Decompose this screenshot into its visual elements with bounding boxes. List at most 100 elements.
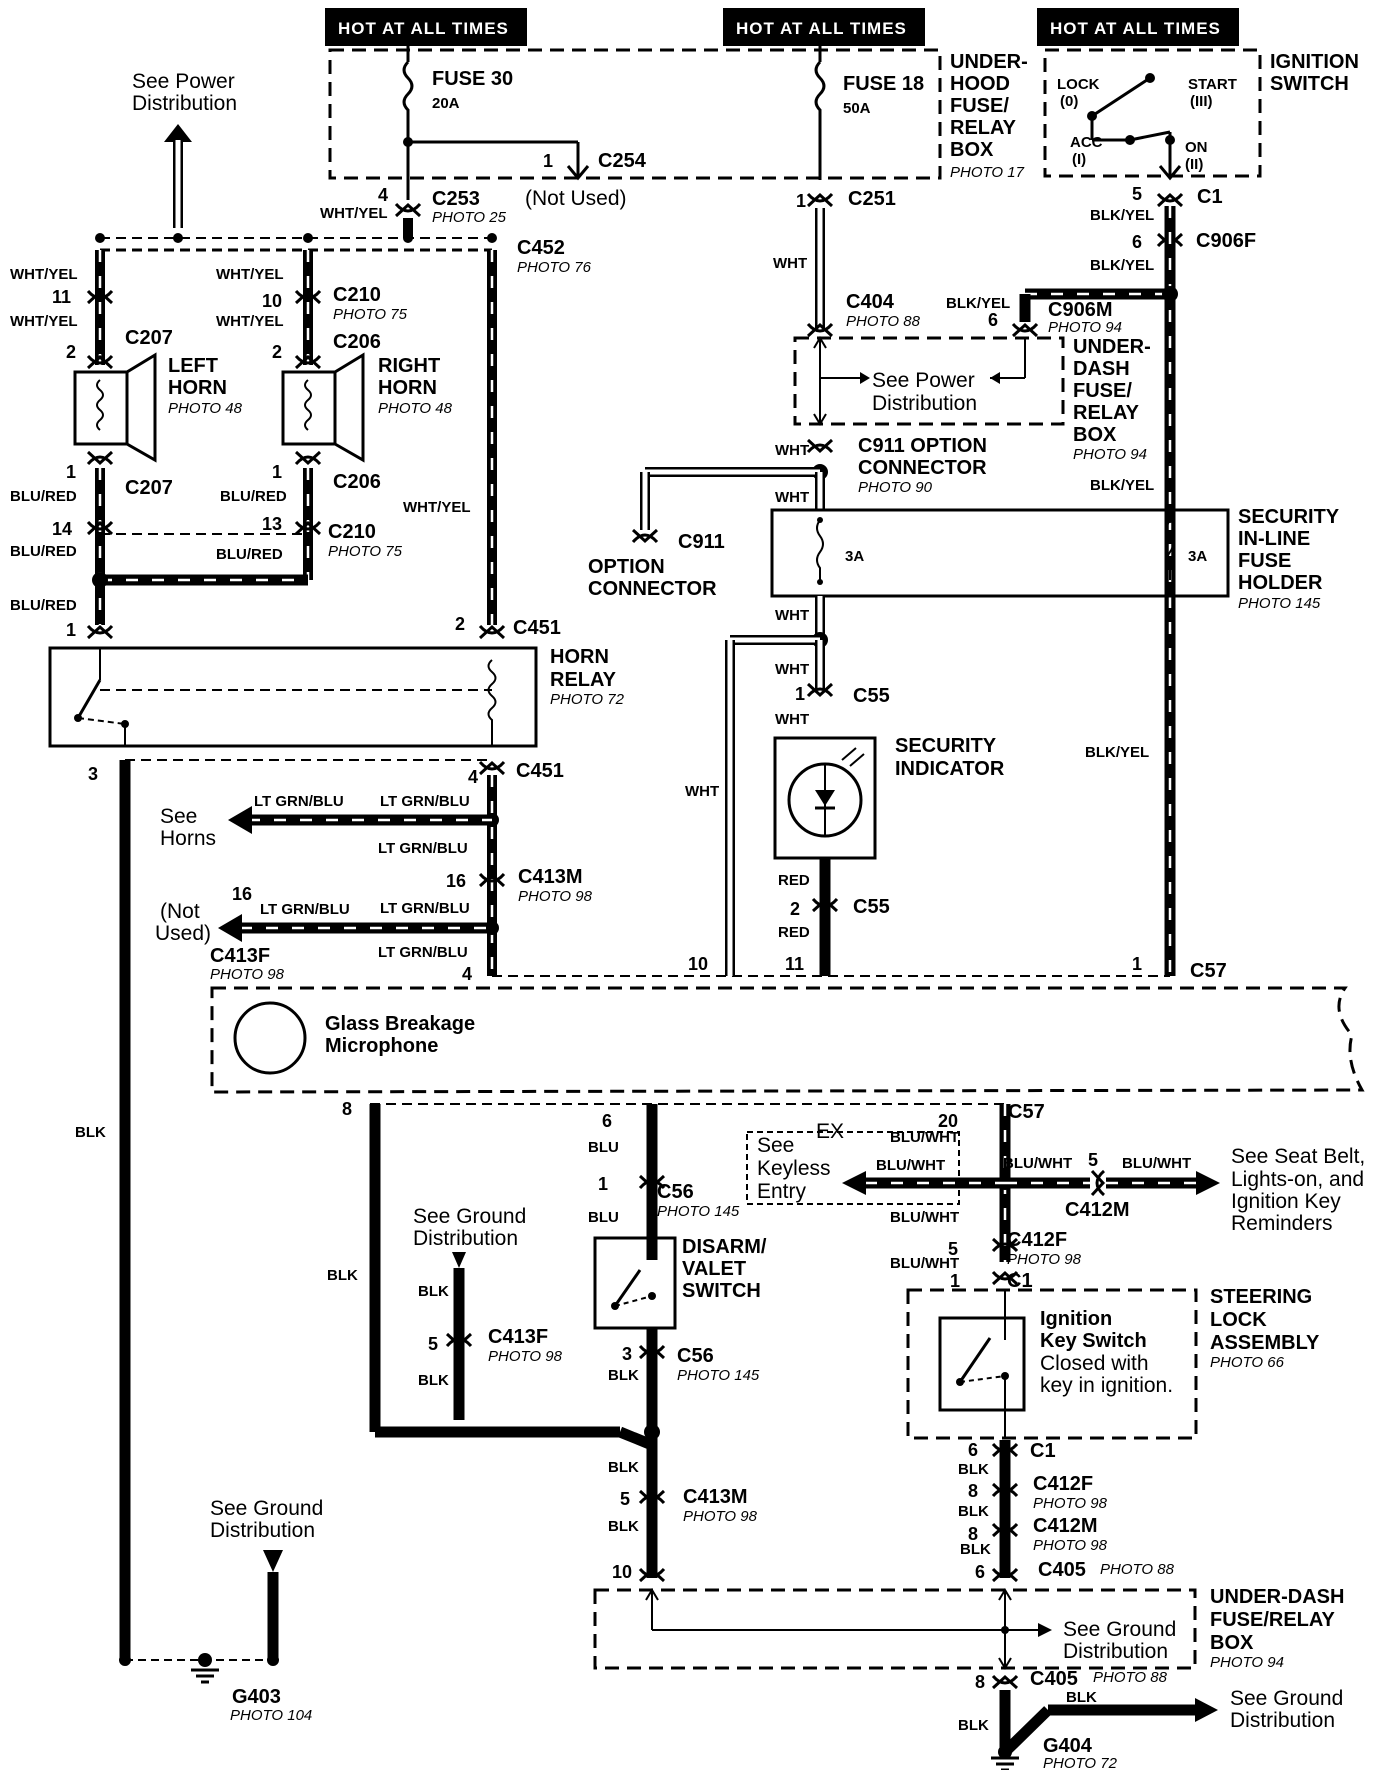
svg-text:PHOTO 98: PHOTO 98 — [1007, 1251, 1082, 1268]
svg-text:1: 1 — [796, 191, 806, 211]
svg-text:EX: EX — [816, 1120, 844, 1143]
svg-text:HORN: HORN — [168, 377, 227, 399]
hot-banner-3 — [1037, 8, 1239, 46]
svg-text:LEFT: LEFT — [168, 355, 218, 377]
svg-text:BLU/RED: BLU/RED — [10, 543, 77, 560]
svg-text:PHOTO 66: PHOTO 66 — [1210, 1354, 1285, 1371]
svg-text:C207: C207 — [125, 327, 173, 349]
svg-text:1: 1 — [272, 462, 282, 482]
svg-text:PHOTO 94: PHOTO 94 — [1073, 446, 1147, 463]
svg-text:UNDER-DASH: UNDER-DASH — [1210, 1586, 1344, 1608]
svg-text:Microphone: Microphone — [325, 1035, 438, 1057]
svg-text:BLK/YEL: BLK/YEL — [1090, 207, 1154, 224]
svg-text:1: 1 — [66, 620, 76, 640]
svg-text:BLU/RED: BLU/RED — [10, 597, 77, 614]
svg-text:PHOTO 17: PHOTO 17 — [950, 164, 1025, 181]
svg-text:RELAY: RELAY — [1073, 402, 1140, 424]
svg-text:C210: C210 — [328, 521, 376, 543]
svg-text:2: 2 — [455, 614, 465, 634]
svg-text:RELAY: RELAY — [950, 117, 1017, 139]
svg-text:PHOTO 104: PHOTO 104 — [230, 1707, 312, 1724]
fuse-30-symbol — [402, 60, 414, 170]
svg-text:1: 1 — [1132, 954, 1142, 974]
svg-text:C412M: C412M — [1033, 1515, 1097, 1537]
svg-text:4: 4 — [462, 964, 472, 984]
svg-text:1: 1 — [795, 684, 805, 704]
svg-text:Ignition Key: Ignition Key — [1231, 1190, 1341, 1213]
svg-text:Distribution: Distribution — [210, 1519, 315, 1542]
svg-text:3: 3 — [88, 764, 98, 784]
svg-text:C412M: C412M — [1065, 1199, 1129, 1221]
svg-text:BLU/WHT: BLU/WHT — [890, 1129, 959, 1146]
svg-text:See Ground: See Ground — [1230, 1687, 1343, 1710]
svg-text:4: 4 — [468, 767, 478, 787]
svg-text:PHOTO 48: PHOTO 48 — [168, 400, 243, 417]
svg-text:6: 6 — [968, 1440, 978, 1460]
svg-text:C1: C1 — [1030, 1440, 1056, 1462]
svg-text:LOCK: LOCK — [1210, 1309, 1267, 1331]
svg-text:key in ignition.: key in ignition. — [1040, 1374, 1173, 1397]
svg-text:2: 2 — [790, 899, 800, 919]
svg-text:BLK: BLK — [958, 1461, 989, 1478]
svg-text:RED: RED — [778, 924, 810, 941]
svg-text:WHT/YEL: WHT/YEL — [10, 313, 78, 330]
hot-label-3: HOT AT ALL TIMES — [1050, 19, 1221, 38]
svg-text:C452: C452 — [517, 237, 565, 259]
svg-text:1: 1 — [66, 462, 76, 482]
svg-text:PHOTO 145: PHOTO 145 — [1238, 595, 1321, 612]
svg-text:C207: C207 — [125, 477, 173, 499]
svg-text:10: 10 — [612, 1562, 632, 1582]
svg-text:6: 6 — [988, 310, 998, 330]
svg-text:FUSE/RELAY: FUSE/RELAY — [1210, 1609, 1336, 1631]
svg-text:See Seat Belt,: See Seat Belt, — [1231, 1145, 1365, 1168]
svg-text:(II): (II) — [1185, 156, 1203, 173]
svg-text:BLU/RED: BLU/RED — [220, 488, 287, 505]
svg-text:C911: C911 — [678, 531, 725, 553]
svg-text:Closed with: Closed with — [1040, 1352, 1149, 1375]
svg-text:16: 16 — [232, 884, 252, 904]
svg-text:20: 20 — [938, 1111, 958, 1131]
svg-text:Entry: Entry — [757, 1180, 807, 1203]
svg-text:PHOTO 98: PHOTO 98 — [1033, 1537, 1108, 1554]
svg-text:8: 8 — [968, 1524, 978, 1544]
svg-text:RIGHT: RIGHT — [378, 355, 440, 377]
svg-text:C413F: C413F — [210, 945, 270, 967]
horn-relay-box — [48, 646, 538, 748]
svg-text:HORN: HORN — [378, 377, 437, 399]
svg-text:CONNECTOR: CONNECTOR — [858, 457, 987, 479]
svg-text:Distribution: Distribution — [1063, 1640, 1168, 1663]
left-horn-coil — [73, 370, 129, 446]
svg-text:C413M: C413M — [683, 1486, 747, 1508]
svg-text:SECURITY: SECURITY — [1238, 506, 1340, 528]
svg-text:BLK: BLK — [75, 1124, 106, 1141]
svg-text:See: See — [757, 1134, 794, 1157]
svg-text:Used): Used) — [155, 922, 211, 945]
svg-text:INDICATOR: INDICATOR — [895, 758, 1005, 780]
svg-text:See Ground: See Ground — [413, 1205, 526, 1228]
svg-text:C56: C56 — [677, 1345, 714, 1367]
svg-text:PHOTO 98: PHOTO 98 — [488, 1348, 563, 1365]
svg-text:BLK: BLK — [608, 1518, 639, 1535]
svg-text:BLU/RED: BLU/RED — [216, 546, 283, 563]
svg-text:4: 4 — [378, 185, 388, 205]
hot-label-1: HOT AT ALL TIMES — [338, 19, 509, 38]
svg-text:C55: C55 — [853, 685, 890, 707]
svg-text:BLU/WHT: BLU/WHT — [890, 1209, 959, 1226]
svg-text:PHOTO 145: PHOTO 145 — [657, 1203, 740, 1220]
hot-label-2: HOT AT ALL TIMES — [736, 19, 907, 38]
svg-text:PHOTO 90: PHOTO 90 — [858, 479, 933, 496]
svg-text:G404: G404 — [1043, 1735, 1093, 1757]
svg-text:PHOTO 98: PHOTO 98 — [518, 888, 593, 905]
svg-text:C413F: C413F — [488, 1326, 548, 1348]
svg-text:BLK/YEL: BLK/YEL — [1090, 257, 1154, 274]
svg-text:C1: C1 — [1197, 186, 1223, 208]
svg-text:ASSEMBLY: ASSEMBLY — [1210, 1332, 1320, 1354]
svg-text:C451: C451 — [513, 617, 561, 639]
svg-text:(Not Used): (Not Used) — [525, 187, 627, 210]
keyless-entry-note — [746, 1131, 960, 1205]
ignition-key-switch — [938, 1316, 1026, 1412]
svg-text:WHT: WHT — [775, 607, 809, 624]
svg-text:BLK: BLK — [418, 1372, 449, 1389]
svg-text:WHT/YEL: WHT/YEL — [10, 266, 78, 283]
